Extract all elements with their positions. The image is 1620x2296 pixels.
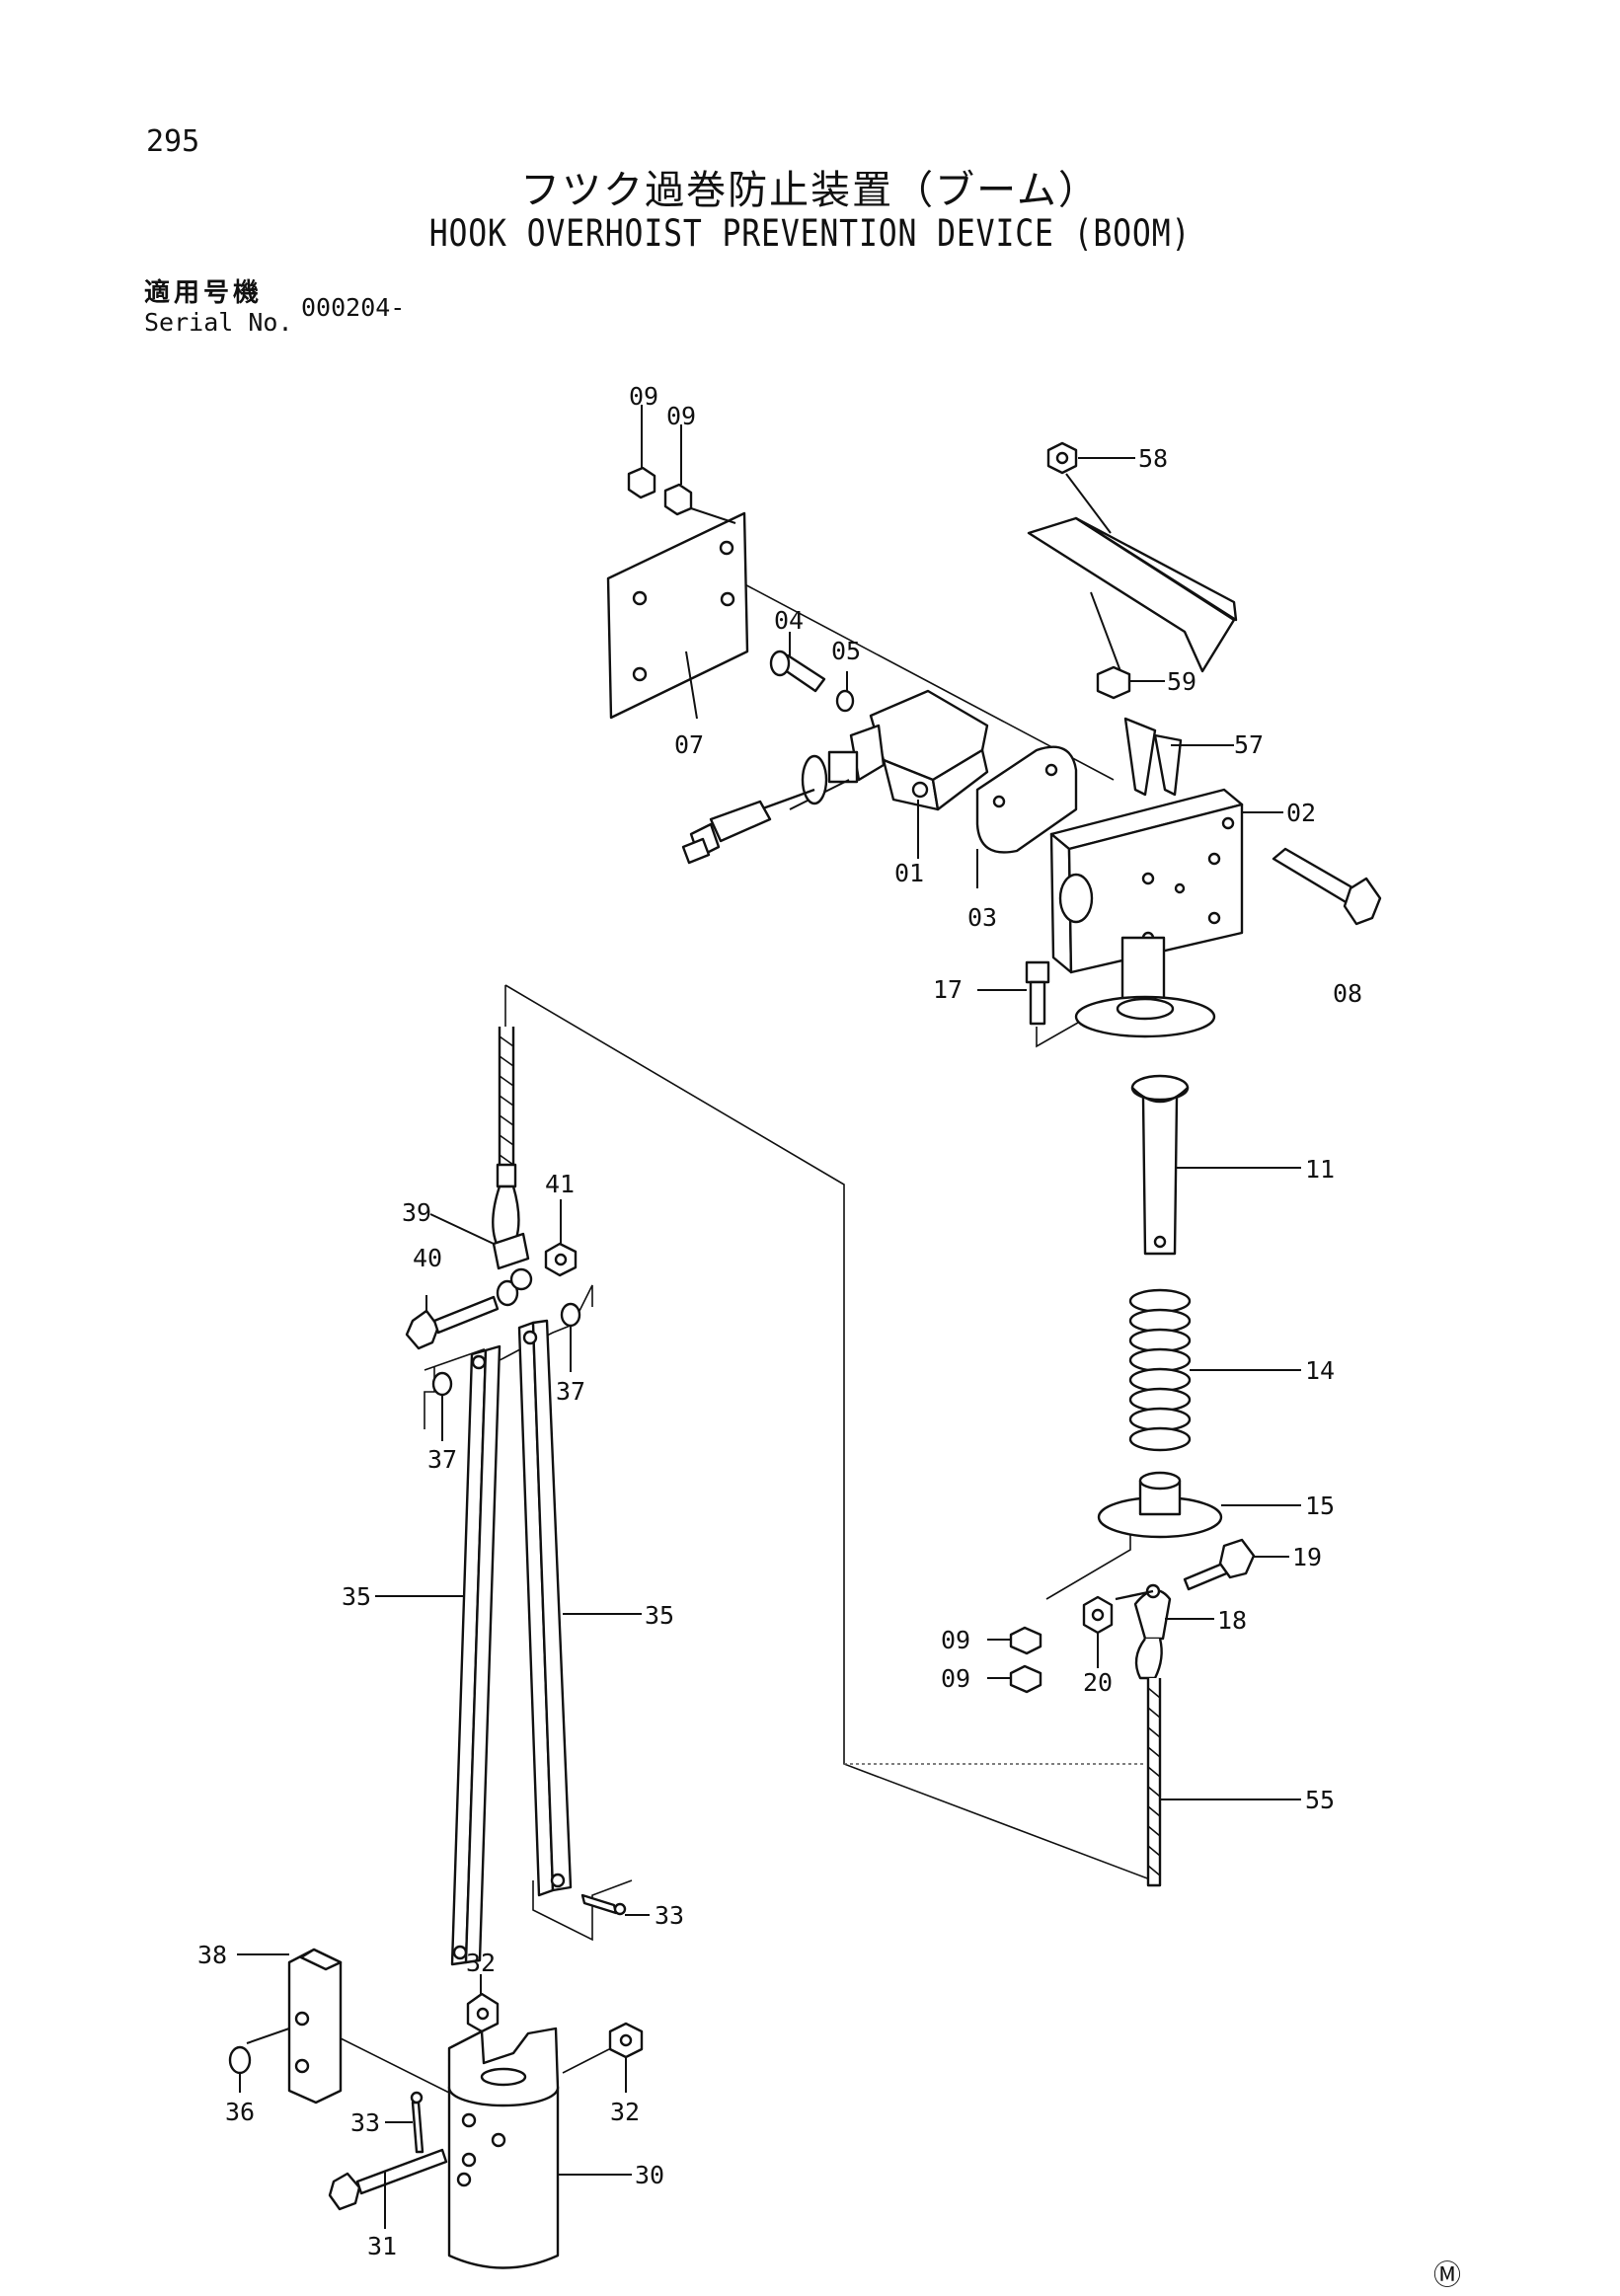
- part-37-washer-right: [560, 1302, 581, 1372]
- page-number: 295: [146, 124, 200, 159]
- callout-32: 32: [466, 1949, 496, 1977]
- callout-07: 07: [674, 730, 704, 759]
- part-57-u-bolt: [1123, 717, 1234, 797]
- callout-35: 35: [645, 1601, 674, 1630]
- callout-02: 02: [1286, 799, 1316, 827]
- callout-39: 39: [402, 1198, 431, 1227]
- part-09-nut-pair-bottom: [987, 1626, 1042, 1694]
- part-30-clevis-block: [447, 2027, 632, 2269]
- callout-57: 57: [1234, 730, 1264, 759]
- callout-11: 11: [1305, 1155, 1335, 1184]
- part-33-cotter-pin-lower: [385, 2091, 424, 2154]
- callout-30: 30: [635, 2161, 664, 2189]
- title-english: HOOK OVERHOIST PREVENTION DEVICE (BOOM): [428, 212, 1192, 255]
- callout-09: 09: [941, 1626, 970, 1654]
- part-41-nut: [544, 1199, 578, 1277]
- part-02-switch-bracket: [1049, 788, 1283, 974]
- m-mark: Ⓜ: [1433, 2258, 1462, 2291]
- serial-label-japanese: 適用号機: [144, 278, 264, 308]
- callout-19: 19: [1292, 1543, 1322, 1571]
- part-17-bolt: [977, 960, 1107, 1048]
- serial-number-value: 000204-: [301, 293, 406, 322]
- part-32-castle-nut-upper: [466, 1974, 500, 2033]
- callout-09: 09: [666, 402, 696, 430]
- part-04-screw: [769, 632, 826, 693]
- part-58-nut-and-cover: [1027, 441, 1238, 673]
- part-20-nut: [1082, 1595, 1114, 1668]
- part-01-limit-switch: [681, 689, 989, 865]
- part-35-link-right: [517, 1319, 642, 1897]
- part-wire-rope-left: [496, 1027, 517, 1196]
- part-03-gasket: [975, 745, 1078, 888]
- callout-14: 14: [1305, 1356, 1335, 1385]
- part-07-mounting-plate: [606, 511, 749, 720]
- callout-18: 18: [1217, 1606, 1247, 1635]
- part-39-thimble: [429, 1185, 530, 1270]
- callout-36: 36: [225, 2098, 255, 2126]
- callout-09: 09: [941, 1664, 970, 1693]
- callout-58: 58: [1138, 444, 1168, 473]
- callout-55: 55: [1305, 1786, 1335, 1814]
- callout-20: 20: [1083, 1668, 1113, 1697]
- callout-labels: 09 09 58 07 04 05 59 57 02 01 03 08 17 1…: [197, 382, 1362, 2260]
- part-32-nut-right: [562, 2022, 644, 2093]
- part-19-bolt: [1183, 1538, 1289, 1591]
- part-38-spacer-block: [237, 1948, 450, 2105]
- callout-37: 37: [556, 1377, 585, 1406]
- callout-03: 03: [967, 903, 997, 932]
- title-japanese: フツク過巻防止装置（ブーム）: [520, 168, 1100, 213]
- callout-33: 33: [350, 2108, 380, 2137]
- part-14-coil-spring: [1128, 1288, 1301, 1452]
- callout-15: 15: [1305, 1492, 1335, 1520]
- callout-59: 59: [1167, 667, 1196, 696]
- callout-17: 17: [933, 975, 963, 1004]
- part-33-cotter-pin-upper: [580, 1893, 650, 1916]
- part-40-bolt: [405, 1267, 533, 1350]
- callout-35: 35: [342, 1582, 371, 1611]
- part-59-nut: [1096, 665, 1165, 700]
- callout-37: 37: [427, 1445, 457, 1474]
- part-11-spring-rod: [1130, 1074, 1301, 1256]
- callout-04: 04: [774, 606, 804, 635]
- callout-33: 33: [655, 1901, 684, 1930]
- callout-05: 05: [831, 637, 861, 665]
- callout-31: 31: [367, 2232, 397, 2260]
- part-31-long-bolt: [328, 2148, 448, 2229]
- callout-40: 40: [413, 1244, 442, 1272]
- callout-01: 01: [894, 859, 924, 887]
- part-55-wire-rope-right: [1146, 1678, 1301, 1887]
- part-15-spring-seat: [1045, 1471, 1301, 1600]
- part-18-cable-clevis: [1115, 1583, 1214, 1680]
- callout-38: 38: [197, 1941, 227, 1969]
- callout-08: 08: [1333, 979, 1362, 1008]
- serial-label-english: Serial No.: [144, 308, 293, 337]
- part-09-nut-pair-top: [627, 405, 736, 524]
- part-35-link-left: [375, 1344, 501, 1966]
- part-36-washer: [228, 2028, 290, 2093]
- part-02-flange-tube: [1074, 936, 1216, 1038]
- part-08-bolt: [1272, 847, 1382, 926]
- callout-41: 41: [545, 1170, 575, 1198]
- callout-09: 09: [629, 382, 658, 411]
- part-05-washer: [835, 671, 855, 713]
- callout-32: 32: [610, 2098, 640, 2126]
- part-37-washer-left: [431, 1371, 453, 1441]
